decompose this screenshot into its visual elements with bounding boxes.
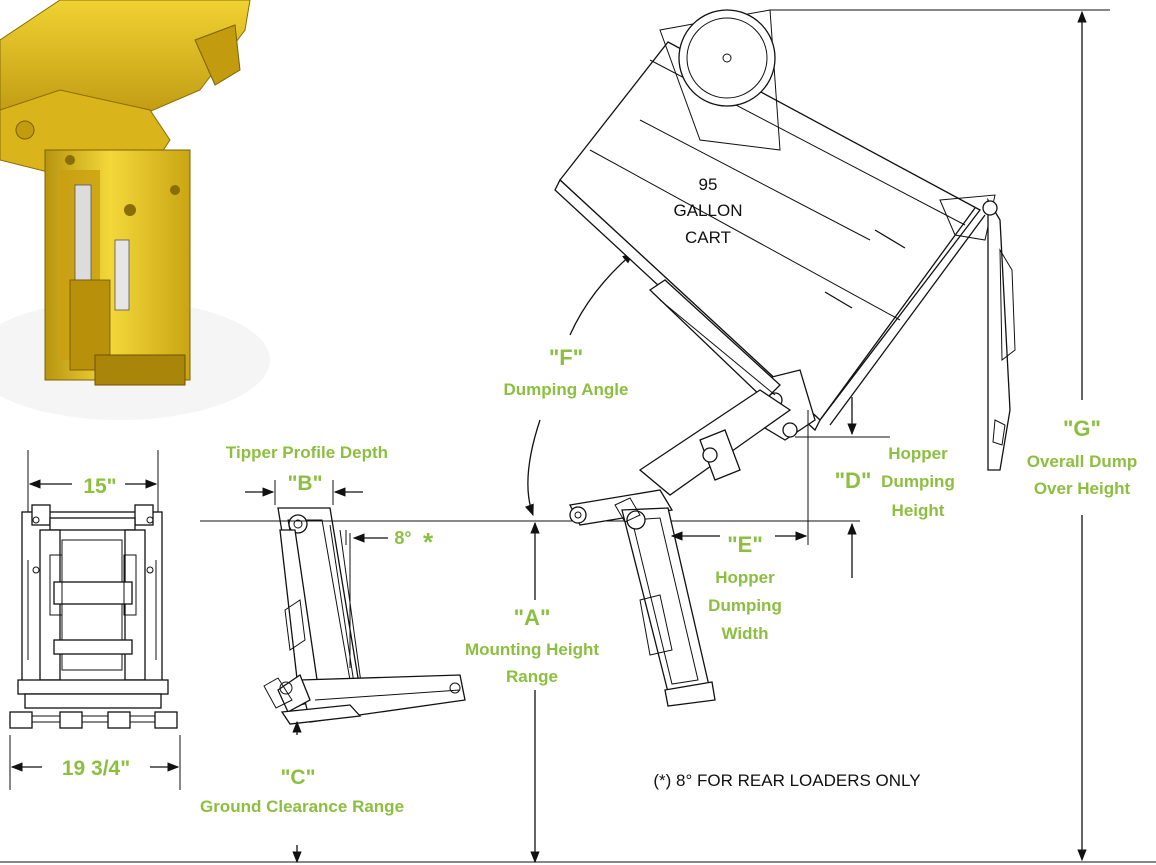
product-photo [0,0,270,420]
cart-line1: 95 [699,175,718,194]
bottom-width-label: 19 3/4" [62,757,130,780]
g-code: "G" [1063,416,1101,441]
side-view-drawing [200,480,860,864]
e-name-line2: Dumping [708,596,782,615]
d-name-line1: Hopper [888,444,948,463]
g-name-line1: Overall Dump [1027,452,1138,471]
e-name-line1: Hopper [715,568,775,587]
dump-view-drawing [554,9,1110,862]
e-name-line3: Width [721,624,768,643]
a-name-line1: Mounting Height [465,640,599,659]
a-code: "A" [514,605,551,630]
front-view-drawing [9,450,181,790]
c-code: "C" [280,766,315,789]
angle-8-label: 8° [394,528,411,548]
d-name-line3: Height [892,501,945,520]
dimension-a-arrows [0,521,1156,864]
d-name-line2: Dumping [881,472,955,491]
f-code: "F" [549,345,583,370]
top-width-label: 15" [83,475,116,498]
a-name-line2: Range [506,667,558,686]
asterisk-mark: * [423,527,434,557]
cart-line2: GALLON [674,201,743,220]
c-name: Ground Clearance Range [200,797,404,816]
cart-line3: CART [685,228,731,247]
g-name-line2: Over Height [1034,479,1131,498]
e-code: "E" [727,532,763,557]
f-name: Dumping Angle [504,380,629,399]
footnote: (*) 8° FOR REAR LOADERS ONLY [653,771,920,790]
dumping-angle-arc [524,252,634,517]
profile-depth-title: Tipper Profile Depth [226,443,388,462]
d-code: "D" [835,468,872,493]
b-code: "B" [287,472,322,495]
